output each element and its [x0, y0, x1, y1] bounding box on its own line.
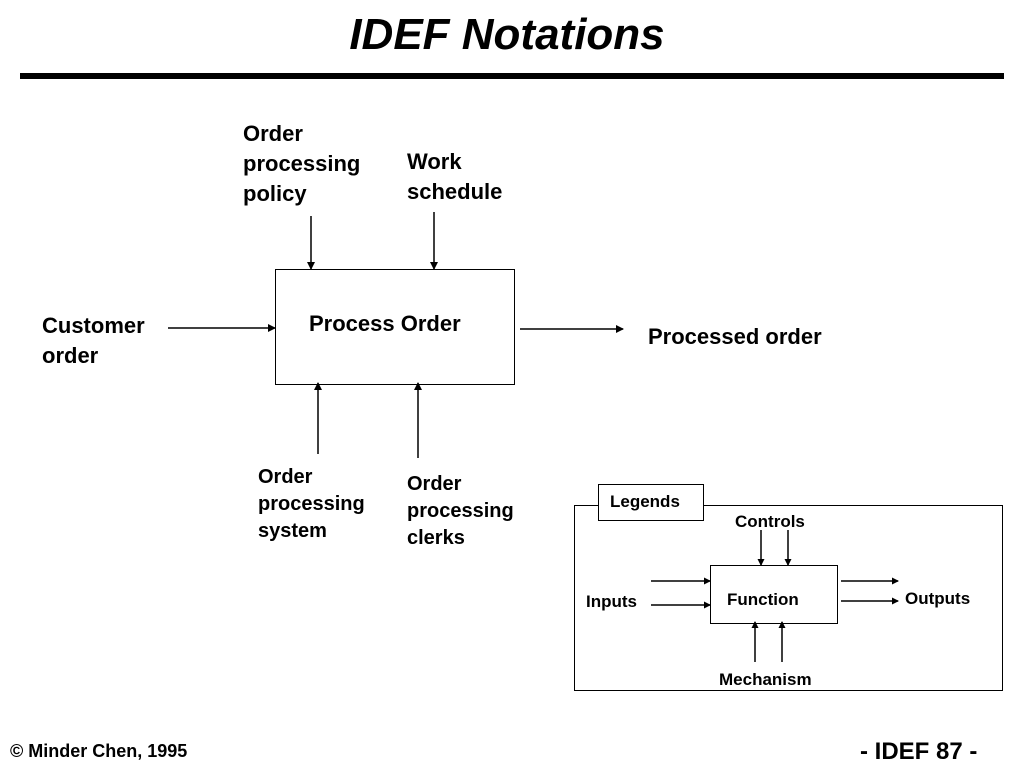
- mechanism-order-processing-clerks: Order processing clerks: [407, 473, 514, 549]
- legend-tab-label: Legends: [610, 492, 680, 511]
- output-processed-order: Processed order: [648, 324, 822, 349]
- legend-outputs-label: Outputs: [905, 589, 971, 608]
- legend-function-box: [710, 565, 838, 624]
- control-order-processing-policy: Order processing policy: [243, 121, 361, 206]
- legend-tab: [598, 484, 704, 521]
- legend-controls-label: Controls: [735, 512, 805, 531]
- mechanism-order-processing-system: Order processing system: [258, 466, 365, 542]
- process-order-box: [275, 269, 515, 385]
- input-customer-order: Customer order: [42, 313, 145, 368]
- page-number: - IDEF 87 -: [860, 738, 978, 765]
- legend-function-label: Function: [727, 590, 799, 609]
- page-title: IDEF Notations: [349, 10, 665, 59]
- legend-inputs-label: Inputs: [586, 592, 637, 611]
- title-divider: [20, 73, 1004, 79]
- process-order-label: Process Order: [309, 311, 461, 336]
- legend-mechanism-label: Mechanism: [719, 670, 812, 689]
- control-work-schedule: Work schedule: [407, 149, 503, 204]
- copyright-footer: © Minder Chen, 1995: [10, 741, 188, 761]
